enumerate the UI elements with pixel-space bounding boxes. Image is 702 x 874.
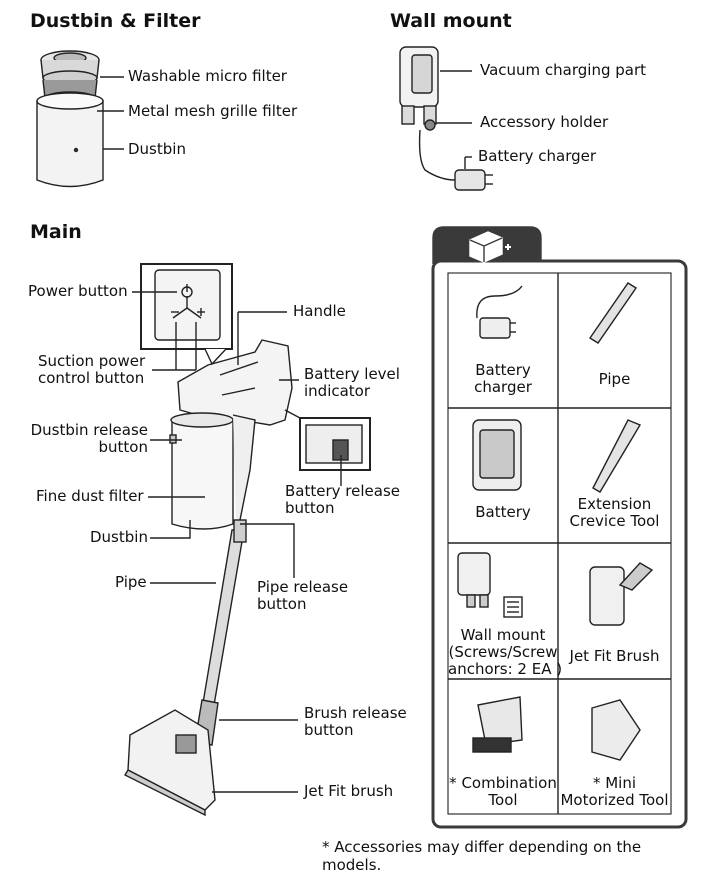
accessory-pipe: Pipe (558, 371, 671, 388)
dustbin-label: Dustbin (128, 140, 186, 158)
accessory-extension-crevice-tool: Extension Crevice Tool (558, 496, 671, 530)
accessory-label-line1: Wall mount (460, 626, 546, 644)
accessories-footnote: * Accessories may differ depending on th… (322, 838, 642, 874)
suction-power-control-label: Suction power control button (38, 353, 145, 387)
accessory-label-line1: * Combination (449, 774, 557, 792)
battery-level-line1: Battery level (304, 365, 400, 383)
accessory-label-line1: Jet Fit Brush (569, 647, 660, 665)
accessory-jet-fit-brush: Jet Fit Brush (558, 648, 671, 665)
accessory-label-line2: Tool (488, 791, 518, 809)
pipe-release-line2: button (257, 595, 307, 613)
battery-release-line2: button (285, 499, 335, 517)
accessory-illustrations (457, 282, 654, 761)
accessory-label-line1: Battery (475, 503, 531, 521)
accessory-battery-charger: Battery charger (448, 362, 558, 396)
battery-charger-label: Battery charger (478, 147, 597, 165)
brush-release-button-label: Brush release button (304, 705, 407, 739)
accessory-label-line1: Pipe (598, 370, 631, 388)
main-dustbin-label: Dustbin (90, 528, 148, 546)
dustbin-filter-illustration (36, 50, 124, 188)
vacuum-illustration (124, 263, 371, 817)
wall-mount-heading: Wall mount (390, 10, 512, 32)
accessory-label-line1: Battery (475, 361, 531, 379)
pipe-release-button-label: Pipe release button (257, 579, 348, 613)
accessory-label-line1: * Mini (592, 774, 637, 792)
handle-label: Handle (293, 302, 346, 320)
pipe-release-line1: Pipe release (257, 578, 349, 596)
vacuum-charging-part-label: Vacuum charging part (480, 61, 647, 79)
brush-release-line2: button (304, 721, 354, 739)
brush-release-line1: Brush release (304, 704, 407, 722)
accessory-label-line2: Motorized Tool (560, 791, 669, 809)
dustbin-filter-heading: Dustbin & Filter (30, 10, 201, 32)
accessory-holder-label: Accessory holder (480, 113, 609, 131)
main-heading: Main (30, 221, 82, 243)
pipe-label: Pipe (115, 573, 147, 591)
fine-dust-filter-label: Fine dust filter (36, 487, 144, 505)
dustbin-release-line1: Dustbin release (30, 421, 148, 439)
power-button-label: Power button (28, 282, 128, 300)
accessory-wall-mount: Wall mount (Screws/Screw anchors: 2 EA ) (448, 626, 563, 678)
jet-fit-brush-label: Jet Fit brush (304, 782, 394, 800)
accessory-label-line2: (Screws/Screw (448, 643, 558, 661)
accessory-label-line1: Extension (577, 495, 652, 513)
accessory-label-line2: Crevice Tool (569, 512, 660, 530)
dustbin-release-line2: button (98, 438, 148, 456)
battery-level-line2: indicator (304, 382, 371, 400)
battery-release-line1: Battery release (285, 482, 400, 500)
suction-label-line2: control button (38, 369, 145, 387)
battery-level-indicator-label: Battery level indicator (304, 366, 400, 400)
accessory-label-line2: charger (474, 378, 532, 396)
metal-mesh-filter-label: Metal mesh grille filter (128, 102, 298, 120)
accessory-battery: Battery (448, 504, 558, 521)
accessory-combination-tool: * Combination Tool (448, 775, 558, 809)
dustbin-release-button-label: Dustbin release button (26, 422, 148, 456)
accessory-label-line3: anchors: 2 EA ) (448, 660, 563, 678)
accessory-mini-motorized-tool: * Mini Motorized Tool (558, 775, 671, 809)
washable-micro-filter-label: Washable micro filter (128, 67, 287, 85)
battery-release-button-label: Battery release button (285, 483, 400, 517)
suction-label-line1: Suction power (38, 352, 146, 370)
wall-mount-illustration (399, 46, 493, 191)
